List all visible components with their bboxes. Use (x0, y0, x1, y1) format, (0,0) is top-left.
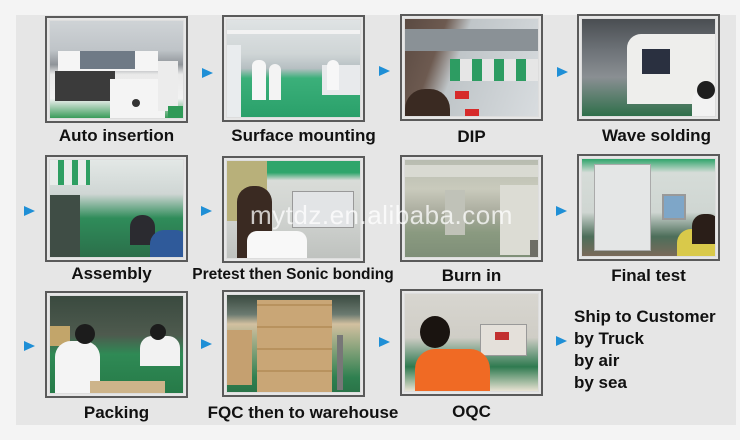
photo-dip (400, 14, 543, 121)
arrow-right-icon (556, 336, 567, 346)
step-label: DIP (457, 127, 486, 146)
arrow-right-icon (202, 68, 213, 78)
shipping-method-air: by air (574, 351, 620, 370)
photo-pretest-sonic-bonding (222, 156, 365, 263)
step-label: OQC (452, 402, 491, 421)
photo-wave-solding (577, 14, 720, 121)
arrow-right-icon (24, 341, 35, 351)
photo-packing (45, 291, 188, 398)
step-label: Surface mounting (231, 126, 376, 145)
shipping-method-truck: by Truck (574, 329, 644, 348)
photo-oqc (400, 289, 543, 396)
arrow-right-icon (201, 206, 212, 216)
step-label: Final test (611, 266, 686, 285)
step-label: Assembly (71, 264, 152, 283)
photo-assembly (45, 155, 188, 262)
arrow-right-icon (24, 206, 35, 216)
photo-final-test (577, 154, 720, 261)
photo-fqc-warehouse (222, 290, 365, 397)
step-label: Packing (83, 403, 150, 422)
arrow-right-icon (201, 339, 212, 349)
shipping-info: Ship to Customer by Truck by air by sea (574, 306, 716, 394)
step-label: FQC then to warehouse (207, 403, 399, 422)
photo-burn-in (400, 155, 543, 262)
step-label: Pretest then Sonic bonding (192, 266, 394, 283)
watermark: mytdz.en.alibaba.com (250, 200, 513, 230)
arrow-right-icon (379, 66, 390, 76)
photo-surface-mounting (222, 15, 365, 122)
step-label: Wave solding (602, 126, 711, 145)
arrow-right-icon (379, 337, 390, 347)
arrow-right-icon (556, 206, 567, 216)
step-label: Auto insertion (58, 126, 175, 145)
shipping-title: Ship to Customer (574, 307, 716, 326)
photo-auto-insertion (45, 16, 188, 123)
arrow-right-icon (557, 67, 568, 77)
shipping-method-sea: by sea (574, 373, 627, 392)
step-label: Burn in (441, 266, 502, 285)
